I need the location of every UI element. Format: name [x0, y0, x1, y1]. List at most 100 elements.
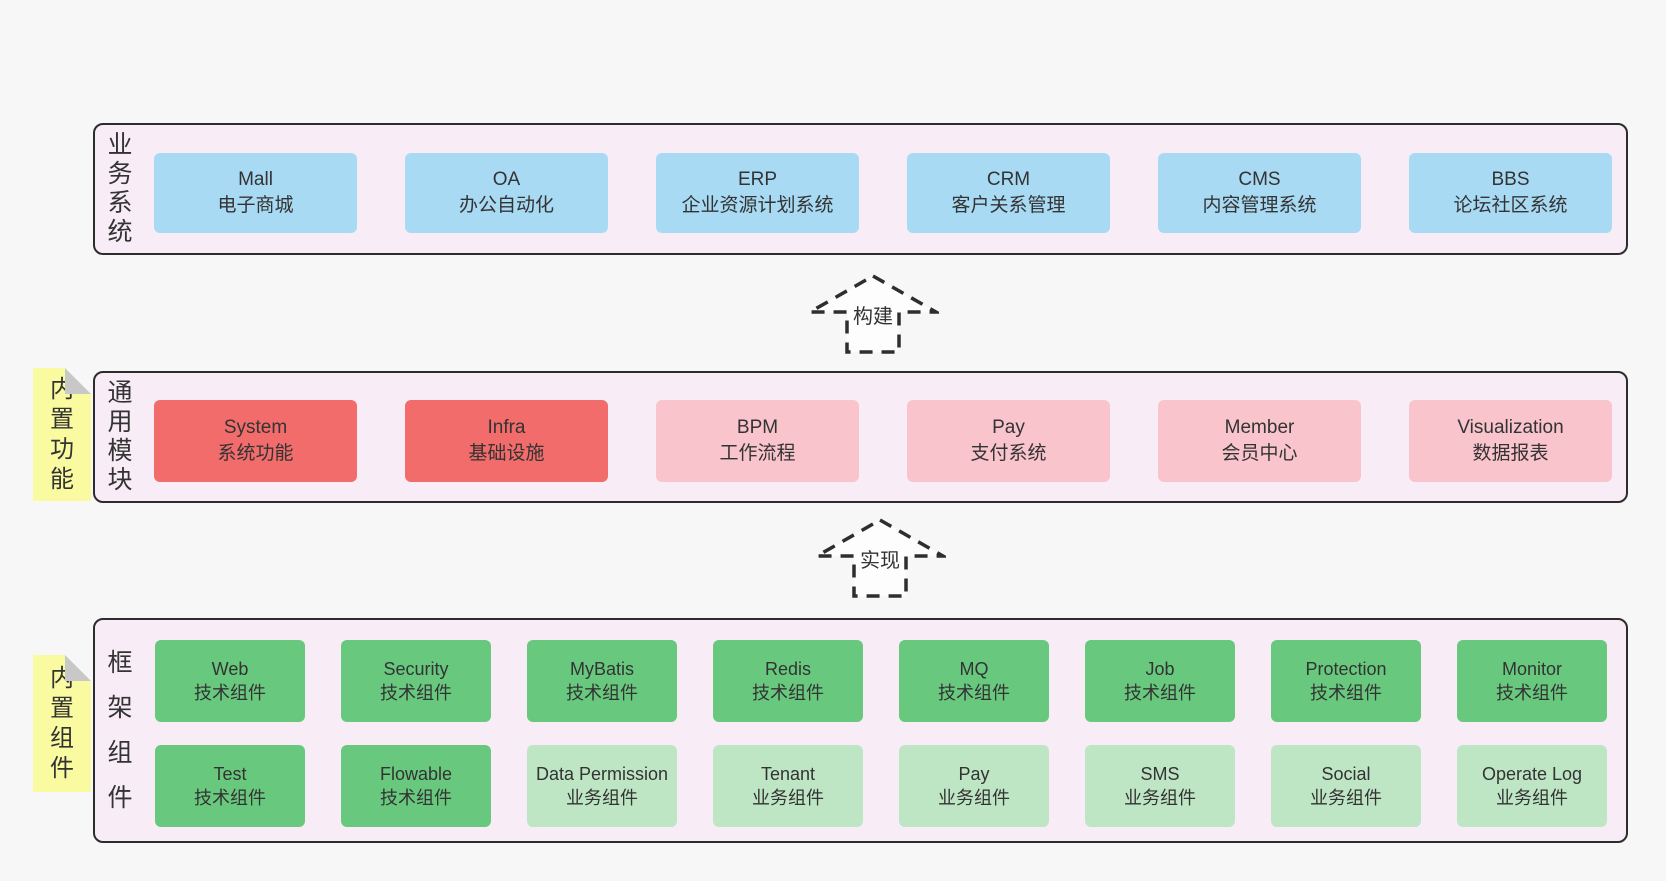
box-title: ERP: [737, 169, 778, 190]
box-subtitle: 会员中心: [1221, 443, 1298, 464]
box-subtitle: 数据报表: [1472, 443, 1549, 464]
box-subtitle: 技术组件: [194, 788, 266, 808]
box-title: Flowable: [379, 764, 453, 784]
side-label-text: 通用模块: [107, 379, 133, 494]
box-member: Member 会员中心: [1158, 400, 1361, 482]
box-title: Test: [213, 764, 247, 784]
box-subtitle: 内容管理系统: [1202, 195, 1317, 216]
side-label-text: 业务系统: [107, 131, 133, 246]
box-test: Test 技术组件: [155, 745, 305, 827]
built-in-features-note: 内置功能: [33, 368, 91, 501]
build-arrow-icon: 构建: [807, 273, 939, 354]
box-security: Security 技术组件: [341, 640, 491, 722]
note-text: 内置功能: [50, 375, 74, 493]
box-infra: Infra 基础设施: [405, 400, 608, 482]
box-title: Mall: [238, 169, 273, 190]
box-social: Social 业务组件: [1271, 745, 1421, 827]
box-sms: SMS 业务组件: [1085, 745, 1235, 827]
box-web: Web 技术组件: [155, 640, 305, 722]
box-subtitle: 系统功能: [217, 443, 294, 464]
box-subtitle: 办公自动化: [458, 195, 554, 216]
framework-components-side-label: 框架组件: [105, 620, 135, 841]
box-title: BBS: [1491, 169, 1530, 190]
framework-components-row-1: Web 技术组件 Security 技术组件 MyBatis 技术组件 Redi…: [155, 640, 1607, 722]
box-subtitle: 工作流程: [719, 443, 796, 464]
box-system: System 系统功能: [154, 400, 357, 482]
box-redis: Redis 技术组件: [713, 640, 863, 722]
box-title: Operate Log: [1481, 764, 1583, 784]
common-modules-row: System 系统功能 Infra 基础设施 BPM 工作流程 Pay 支付系统…: [154, 400, 1612, 482]
box-title: SMS: [1140, 764, 1180, 784]
common-modules-panel: 通用模块 System 系统功能 Infra 基础设施 BPM 工作流程 Pay…: [93, 371, 1628, 503]
box-title: System: [223, 417, 288, 438]
box-title: Social: [1321, 764, 1371, 784]
box-operate-log: Operate Log 业务组件: [1457, 745, 1607, 827]
box-mq: MQ 技术组件: [899, 640, 1049, 722]
box-subtitle: 业务组件: [1310, 788, 1382, 808]
box-title: Protection: [1305, 659, 1387, 679]
box-subtitle: 客户关系管理: [951, 195, 1066, 216]
box-title: OA: [492, 169, 521, 190]
box-bpm: BPM 工作流程: [656, 400, 859, 482]
box-subtitle: 企业资源计划系统: [681, 195, 834, 216]
box-mybatis: MyBatis 技术组件: [527, 640, 677, 722]
box-title: BPM: [736, 417, 779, 438]
note-fold-corner: [65, 655, 91, 681]
box-flowable: Flowable 技术组件: [341, 745, 491, 827]
box-subtitle: 业务组件: [752, 788, 824, 808]
box-visualization: Visualization 数据报表: [1409, 400, 1612, 482]
box-title: Pay: [992, 417, 1025, 438]
box-cms: CMS 内容管理系统: [1158, 153, 1361, 233]
box-subtitle: 业务组件: [566, 788, 638, 808]
box-protection: Protection 技术组件: [1271, 640, 1421, 722]
box-subtitle: 技术组件: [1496, 683, 1568, 703]
box-title: Pay: [958, 764, 990, 784]
box-title: MyBatis: [569, 659, 634, 679]
framework-components-row-2: Test 技术组件 Flowable 技术组件 Data Permission …: [155, 745, 1607, 827]
box-subtitle: 技术组件: [380, 788, 452, 808]
implement-arrow-label: 实现: [860, 549, 900, 572]
box-title: Security: [383, 659, 449, 679]
implement-arrow-icon: 实现: [814, 517, 946, 598]
box-subtitle: 技术组件: [194, 683, 266, 703]
built-in-components-note: 内置组件: [33, 655, 91, 792]
box-title: Redis: [764, 659, 812, 679]
build-arrow-label: 构建: [853, 305, 893, 328]
box-subtitle: 技术组件: [752, 683, 824, 703]
box-title: Web: [211, 659, 249, 679]
business-systems-side-label: 业务系统: [105, 125, 135, 253]
box-subtitle: 支付系统: [970, 443, 1047, 464]
box-job: Job 技术组件: [1085, 640, 1235, 722]
box-title: Member: [1224, 417, 1295, 438]
box-data-permission: Data Permission 业务组件: [527, 745, 677, 827]
box-title: CMS: [1238, 169, 1281, 190]
box-title: Job: [1145, 659, 1175, 679]
box-subtitle: 业务组件: [1496, 788, 1568, 808]
box-subtitle: 技术组件: [938, 683, 1010, 703]
note-fold-corner: [65, 368, 91, 394]
box-title: Visualization: [1457, 417, 1564, 438]
box-subtitle: 业务组件: [938, 788, 1010, 808]
box-pay-module: Pay 支付系统: [907, 400, 1110, 482]
box-subtitle: 技术组件: [1124, 683, 1196, 703]
box-erp: ERP 企业资源计划系统: [656, 153, 859, 233]
box-subtitle: 技术组件: [1310, 683, 1382, 703]
common-modules-side-label: 通用模块: [105, 373, 135, 501]
box-title: Monitor: [1501, 659, 1563, 679]
side-label-text: 框架组件: [107, 648, 133, 812]
box-oa: OA 办公自动化: [405, 153, 608, 233]
box-title: Data Permission: [535, 764, 669, 784]
box-tenant: Tenant 业务组件: [713, 745, 863, 827]
box-subtitle: 技术组件: [566, 683, 638, 703]
box-title: MQ: [959, 659, 989, 679]
framework-components-panel: 框架组件 Web 技术组件 Security 技术组件 MyBatis 技术组件…: [93, 618, 1628, 843]
box-pay-component: Pay 业务组件: [899, 745, 1049, 827]
business-systems-row: Mall 电子商城 OA 办公自动化 ERP 企业资源计划系统 CRM 客户关系…: [154, 153, 1612, 233]
box-title: Tenant: [760, 764, 816, 784]
box-subtitle: 基础设施: [468, 443, 545, 464]
box-subtitle: 电子商城: [217, 195, 294, 216]
box-subtitle: 业务组件: [1124, 788, 1196, 808]
box-subtitle: 论坛社区系统: [1453, 195, 1568, 216]
box-crm: CRM 客户关系管理: [907, 153, 1110, 233]
